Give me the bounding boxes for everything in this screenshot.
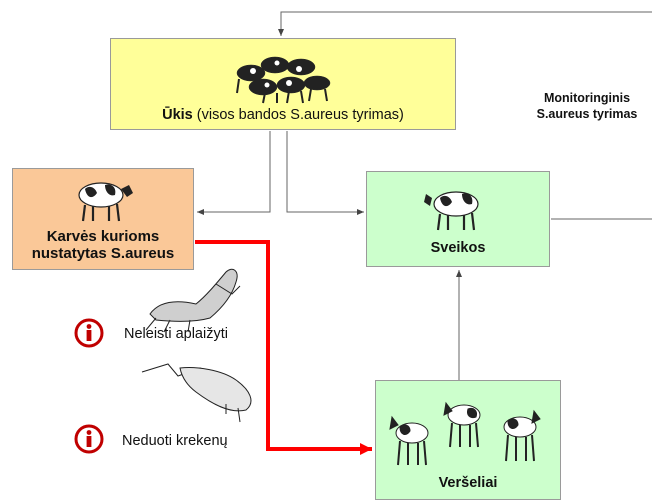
infected-cows-label: Karvės kurioms nustatytas S.aureus [13,228,193,262]
healthy-box: Sveikos [366,171,550,267]
infected-to-calves-arrow [195,240,372,455]
infected-cows-line-2: nustatytas S.aureus [31,245,175,262]
infected-cows-box: Karvės kurioms nustatytas S.aureus [12,168,194,270]
monitoring-loop-arrow [278,11,652,36]
feeding-calf-illustration [141,363,252,423]
monitoring-line-2: S.aureus tyrimas [536,107,638,121]
infected-cows-line-1: Karvės kurioms [46,228,160,245]
herd-illustration [236,56,331,104]
healthy-cow-illustration [424,191,479,231]
calves-label: Veršeliai [438,475,498,491]
monitoring-label: Monitoringinis S.aureus tyrimas [512,90,652,122]
monitoring-line-1: Monitoringinis [543,91,631,105]
healthy-label: Sveikos [430,240,486,256]
calves-illustration [389,401,541,466]
cow-licking-calf-illustration [145,268,241,333]
note-no-colostrum: Neduoti krekenų [122,433,228,449]
farm-to-healthy-arrow [286,131,364,215]
farm-label: Ūkis (visos bandos S.aureus tyrimas) [162,107,404,123]
note-no-licking: Neleisti aplaižyti [124,326,228,342]
info-icon [74,318,104,348]
calves-box: Veršeliai [375,380,561,500]
farm-to-cows-arrow [197,131,271,215]
cow-illustration [78,182,133,222]
info-icon [74,424,104,454]
farm-box: Ūkis (visos bandos S.aureus tyrimas) [110,38,456,130]
